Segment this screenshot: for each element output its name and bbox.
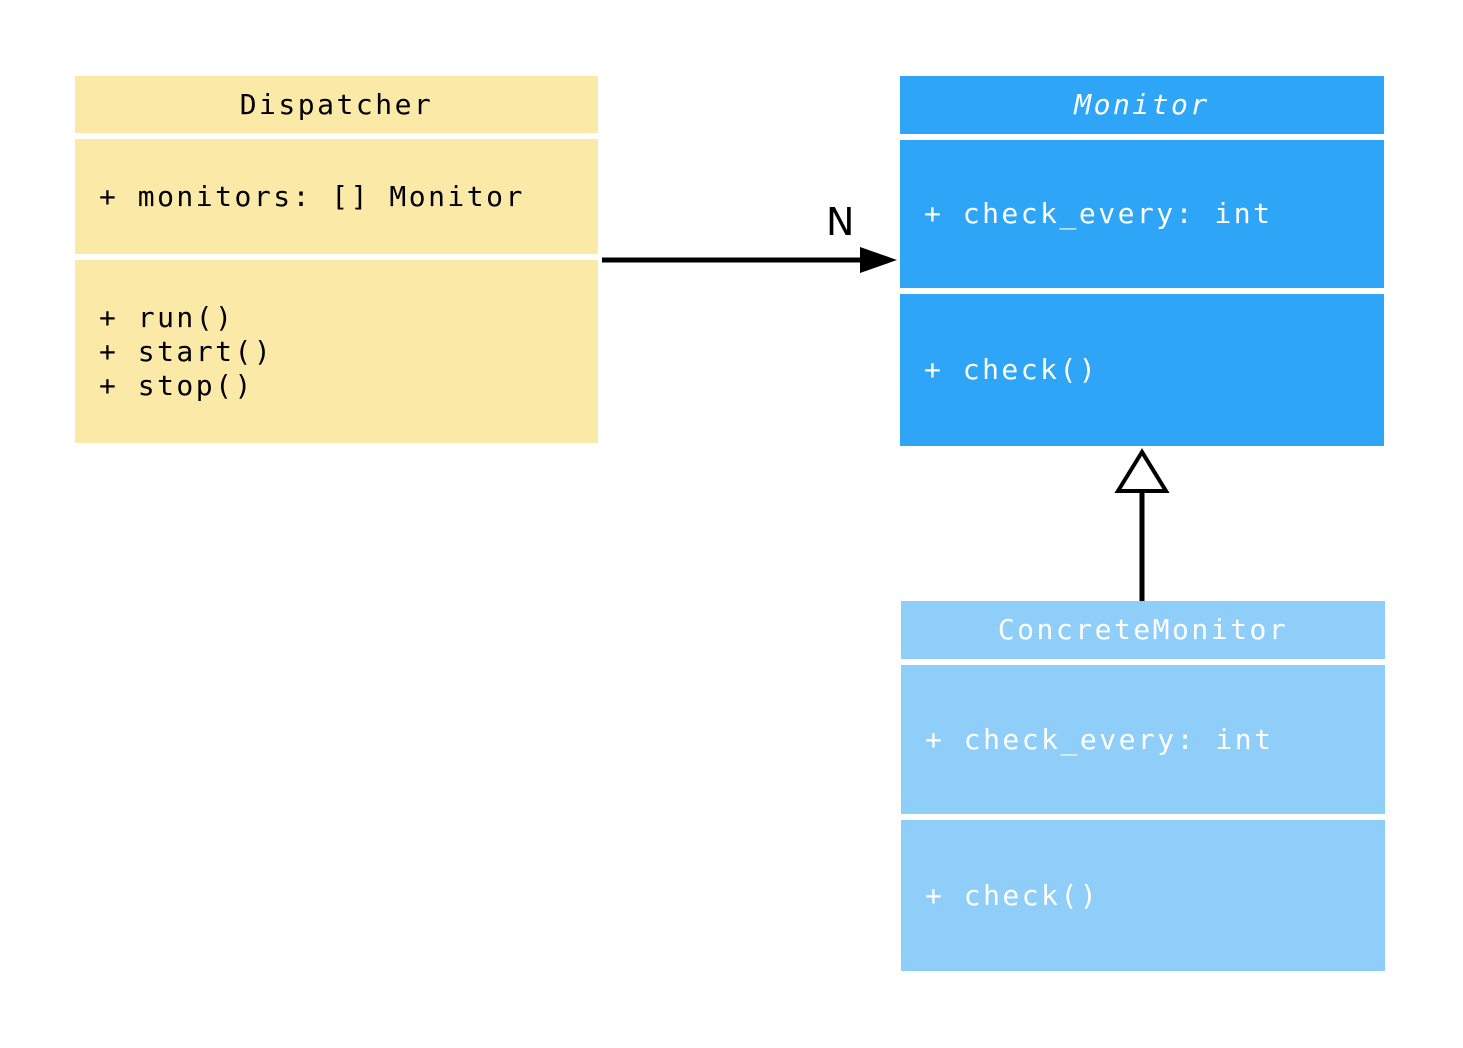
- hollow-triangle-icon: [1114, 448, 1170, 493]
- attribute-line: + monitors: [] Monitor: [99, 179, 525, 213]
- method-line: + run(): [99, 300, 235, 334]
- class-title-dispatcher: Dispatcher: [75, 76, 598, 133]
- class-attributes-dispatcher: + monitors: [] Monitor: [75, 139, 598, 254]
- class-box-monitor: Monitor + check_every: int + check(): [900, 76, 1384, 446]
- class-attributes-monitor: + check_every: int: [900, 140, 1384, 288]
- inheritance-arrow-concrete-monitor-monitor: [1114, 448, 1170, 601]
- class-attributes-concrete-monitor: + check_every: int: [901, 665, 1385, 814]
- class-title-concrete-monitor: ConcreteMonitor: [901, 601, 1385, 659]
- class-box-concrete-monitor: ConcreteMonitor + check_every: int + che…: [901, 601, 1385, 971]
- association-multiplicity-label: N: [826, 200, 855, 244]
- method-line: + check(): [924, 353, 1099, 386]
- class-box-dispatcher: Dispatcher + monitors: [] Monitor + run(…: [75, 76, 598, 443]
- method-line: + start(): [99, 334, 274, 368]
- attribute-line: + check_every: int: [924, 197, 1273, 230]
- class-methods-monitor: + check(): [900, 294, 1384, 446]
- attribute-line: + check_every: int: [925, 722, 1274, 756]
- method-line: + check(): [925, 878, 1100, 912]
- filled-arrowhead-icon: [860, 247, 897, 273]
- class-methods-concrete-monitor: + check(): [901, 820, 1385, 971]
- class-methods-dispatcher: + run() + start() + stop(): [75, 260, 598, 443]
- association-arrow-dispatcher-monitor: [602, 247, 897, 273]
- method-line: + stop(): [99, 368, 254, 402]
- class-title-monitor: Monitor: [900, 76, 1384, 134]
